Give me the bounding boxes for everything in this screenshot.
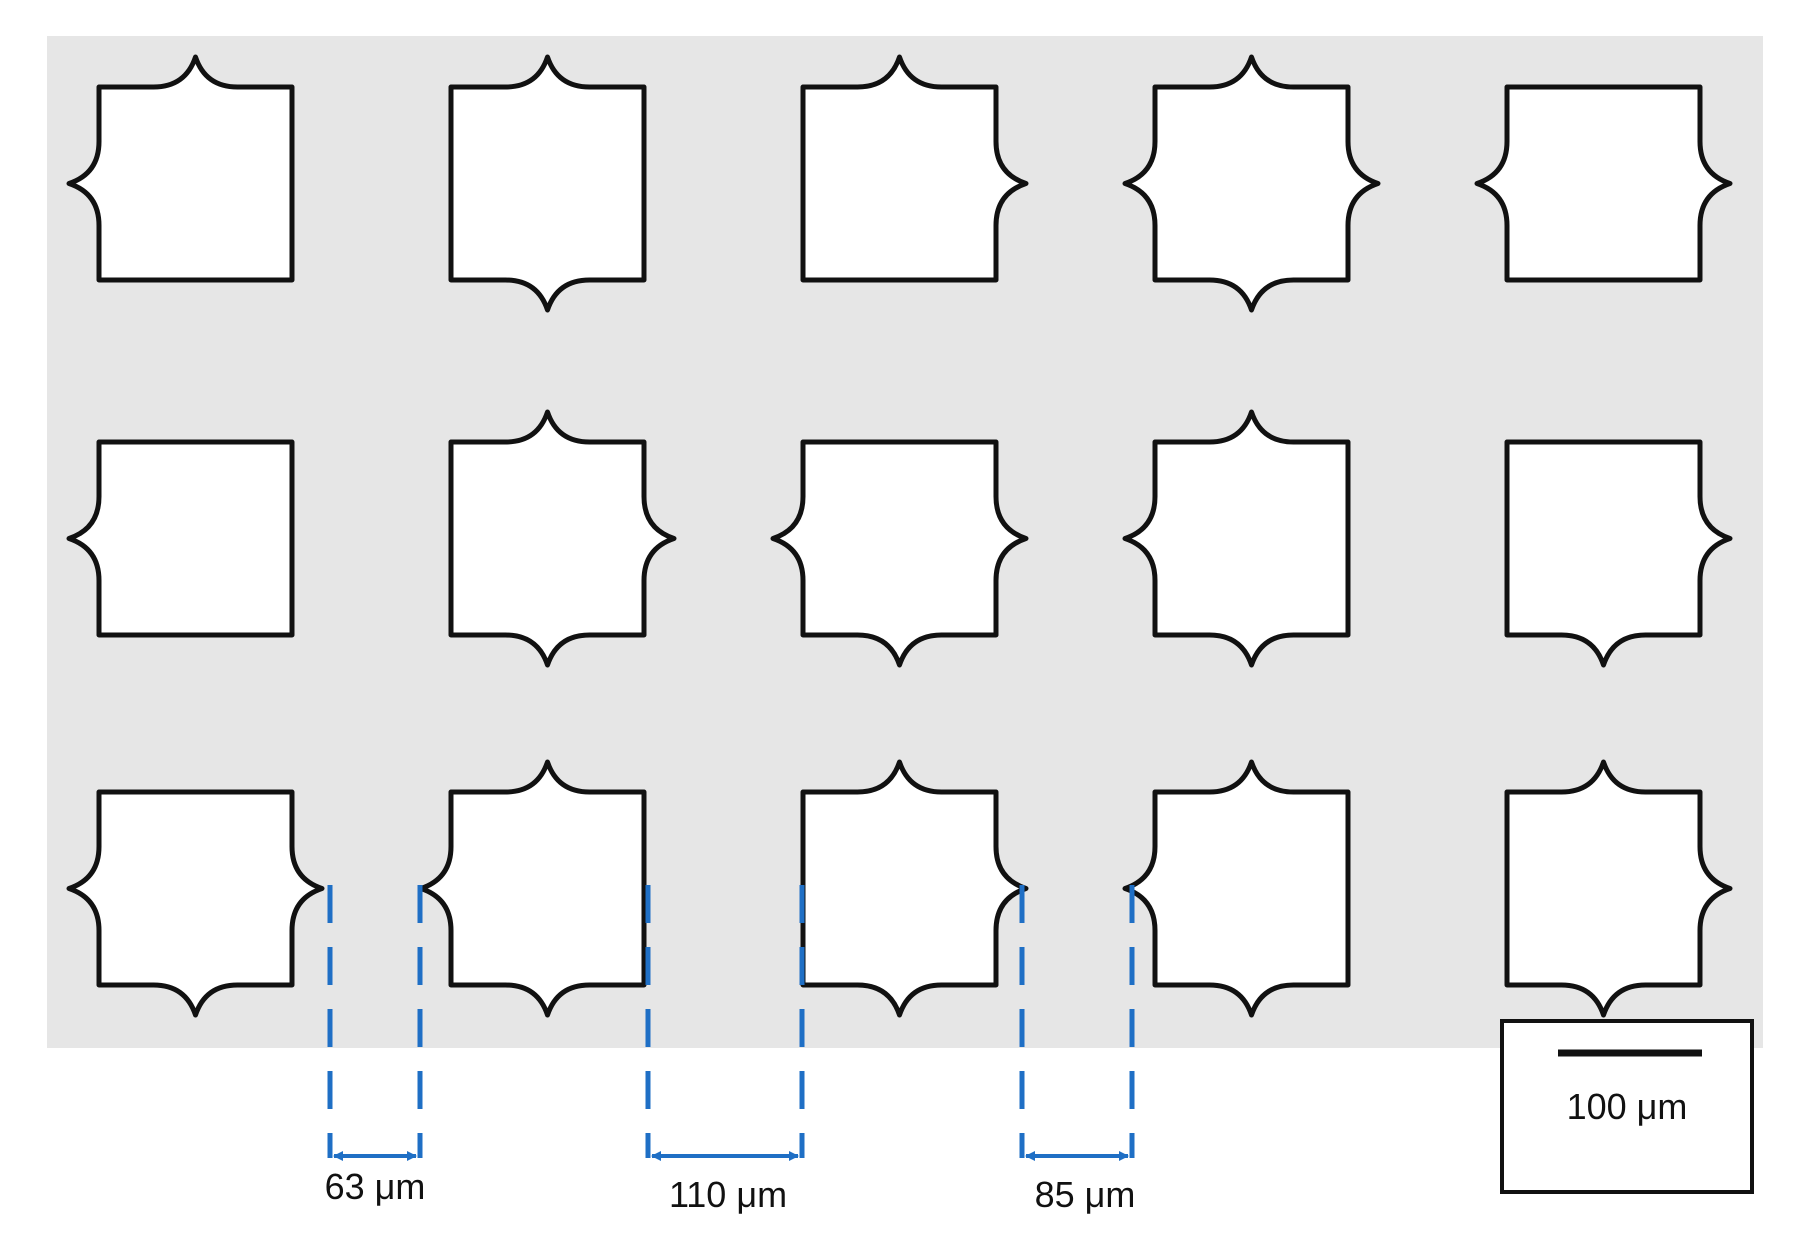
cusped-square-r1-c5 — [1474, 84, 1733, 283]
dimension-63um: 63 μm — [325, 885, 426, 1207]
shape-array — [66, 54, 1733, 1018]
cusped-square-r1-c1 — [66, 54, 295, 283]
cusped-square-r3-c4 — [1122, 759, 1351, 1018]
dimension-annotations: 63 μm 110 μm 85 μm — [325, 885, 1136, 1215]
scale-bar: 100 μm — [1500, 1019, 1754, 1194]
cusped-square-r2-c2 — [448, 409, 677, 668]
cusped-square-r2-c1 — [66, 439, 295, 638]
dimension-label: 63 μm — [325, 1166, 426, 1207]
dimension-85um: 85 μm — [1019, 885, 1136, 1215]
cusped-square-r1-c4 — [1122, 54, 1381, 313]
cusped-square-r3-c2 — [418, 759, 647, 1018]
dimension-110um: 110 μm — [645, 885, 805, 1215]
cusped-square-r1-c2 — [448, 54, 647, 313]
cusped-square-r1-c3 — [800, 54, 1029, 283]
cusped-square-r2-c4 — [1122, 409, 1351, 668]
dimension-label: 85 μm — [1035, 1174, 1136, 1215]
cusped-square-r2-c5 — [1504, 439, 1733, 668]
scale-bar-label: 100 μm — [1567, 1086, 1688, 1127]
cusped-square-r3-c3 — [800, 759, 1029, 1018]
dimension-label: 110 μm — [669, 1174, 787, 1215]
cusped-square-r3-c1 — [66, 789, 325, 1018]
cusped-square-r2-c3 — [770, 439, 1029, 668]
cusped-square-r3-c5 — [1504, 759, 1733, 1018]
